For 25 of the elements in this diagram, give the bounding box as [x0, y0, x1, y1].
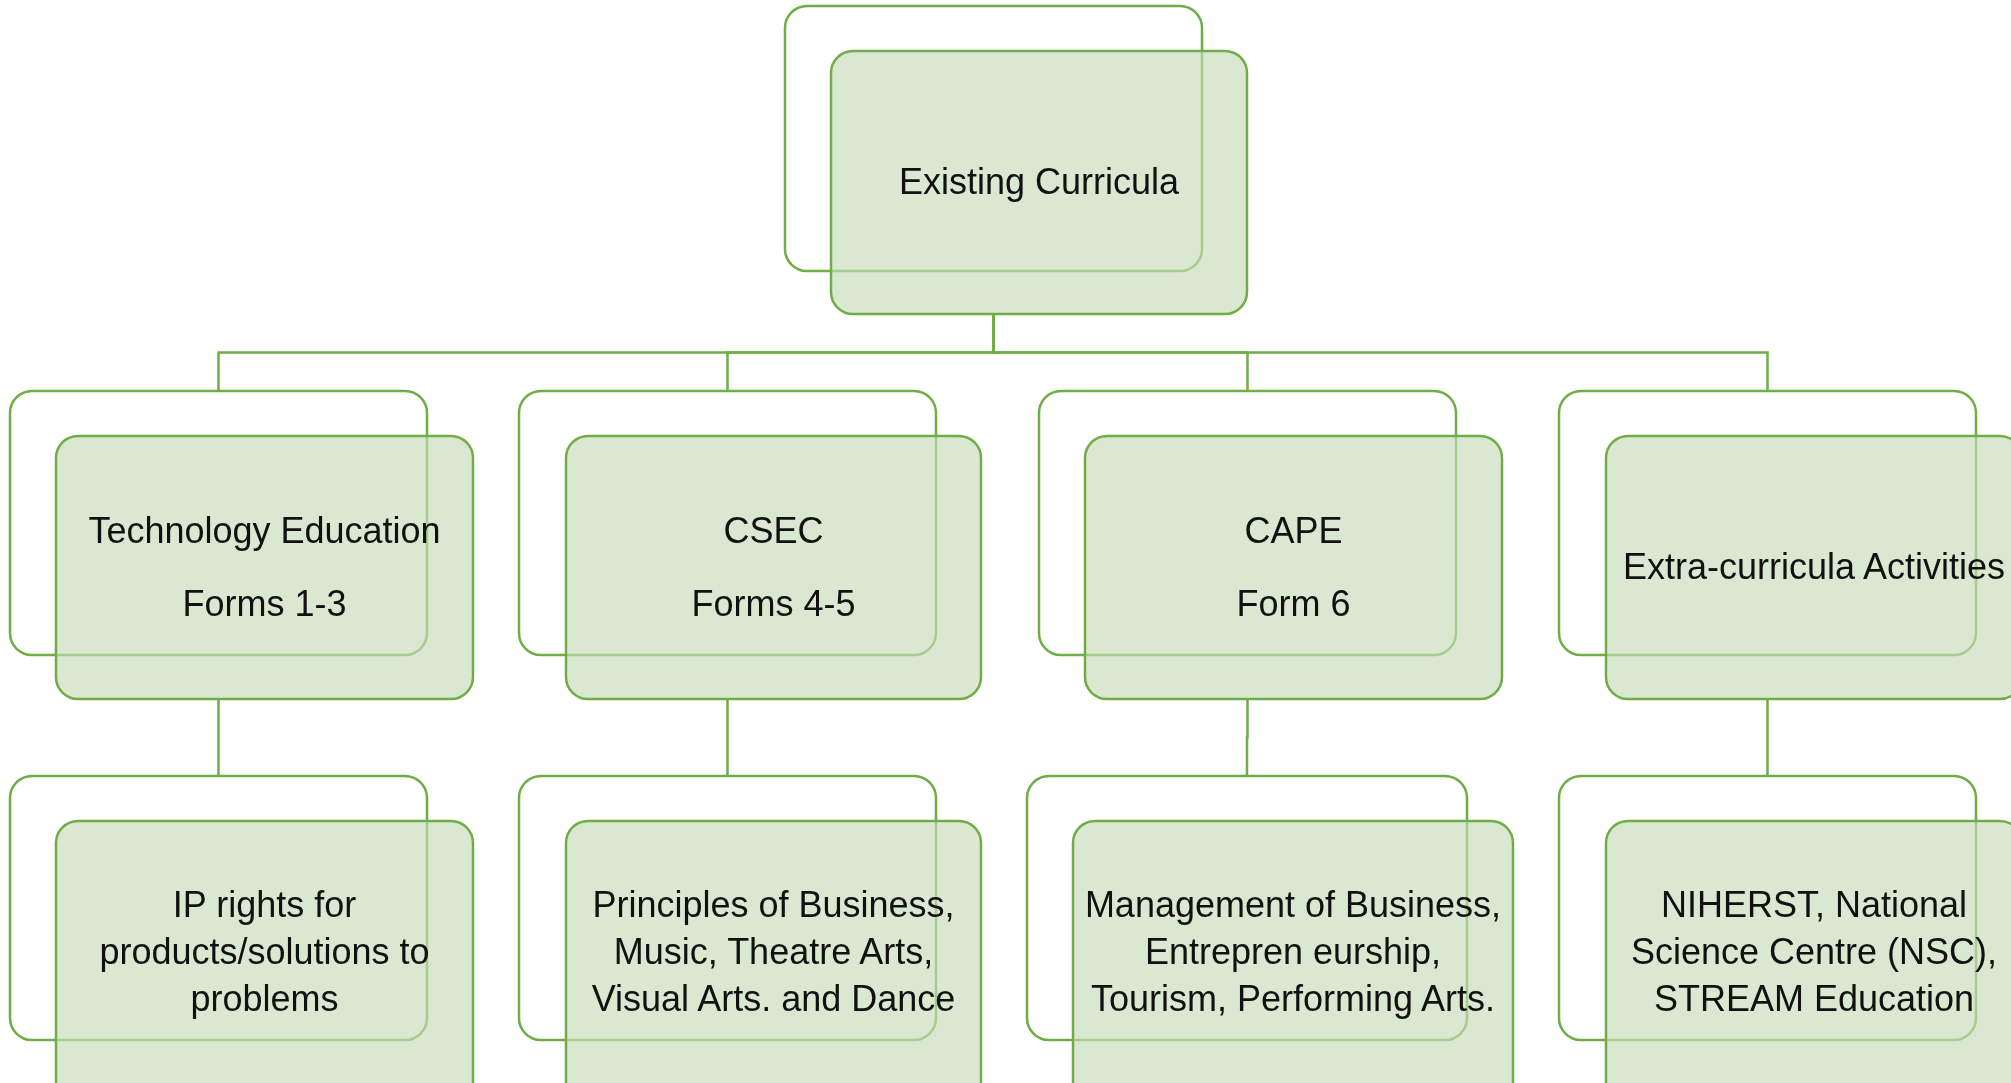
node-text: CAPE: [1244, 508, 1343, 553]
node-text: Principles of Business, Music, Theatre Arts, Visual Arts. and Dance: [590, 883, 957, 1021]
node-text: Technology Education: [88, 508, 441, 553]
stacked-box: [1559, 776, 2011, 1083]
stacked-box: [10, 391, 473, 699]
node-text: Existing Curricula: [898, 160, 1180, 205]
node-text: Forms 4-5: [691, 581, 856, 626]
stacked-box: [785, 6, 1247, 314]
node-text: Forms 1-3: [182, 581, 347, 626]
connector-line: [1245, 699, 1249, 776]
connector-line: [726, 699, 729, 776]
stacked-box: [1559, 391, 2011, 699]
stacked-box: [10, 776, 473, 1083]
stacked-box: [519, 391, 981, 699]
stacked-box: [1027, 776, 1513, 1083]
connector-line: [217, 699, 220, 776]
node-text: IP rights for products/solutions to problems: [98, 883, 431, 1021]
connector-line: [1766, 699, 1769, 776]
node-text: Form 6: [1236, 581, 1351, 626]
stacked-box: [1039, 391, 1502, 699]
node-text: Management of Business, Entrepren eurship, Tourism, Performing Arts.: [1083, 883, 1503, 1021]
node-text: NIHERST, National Science Centre (NSC), STREAM Education: [1629, 883, 1999, 1021]
node-text: CSEC: [723, 508, 824, 553]
node-text: Extra-curricula Activities: [1622, 545, 2006, 590]
stacked-box: [519, 776, 981, 1083]
